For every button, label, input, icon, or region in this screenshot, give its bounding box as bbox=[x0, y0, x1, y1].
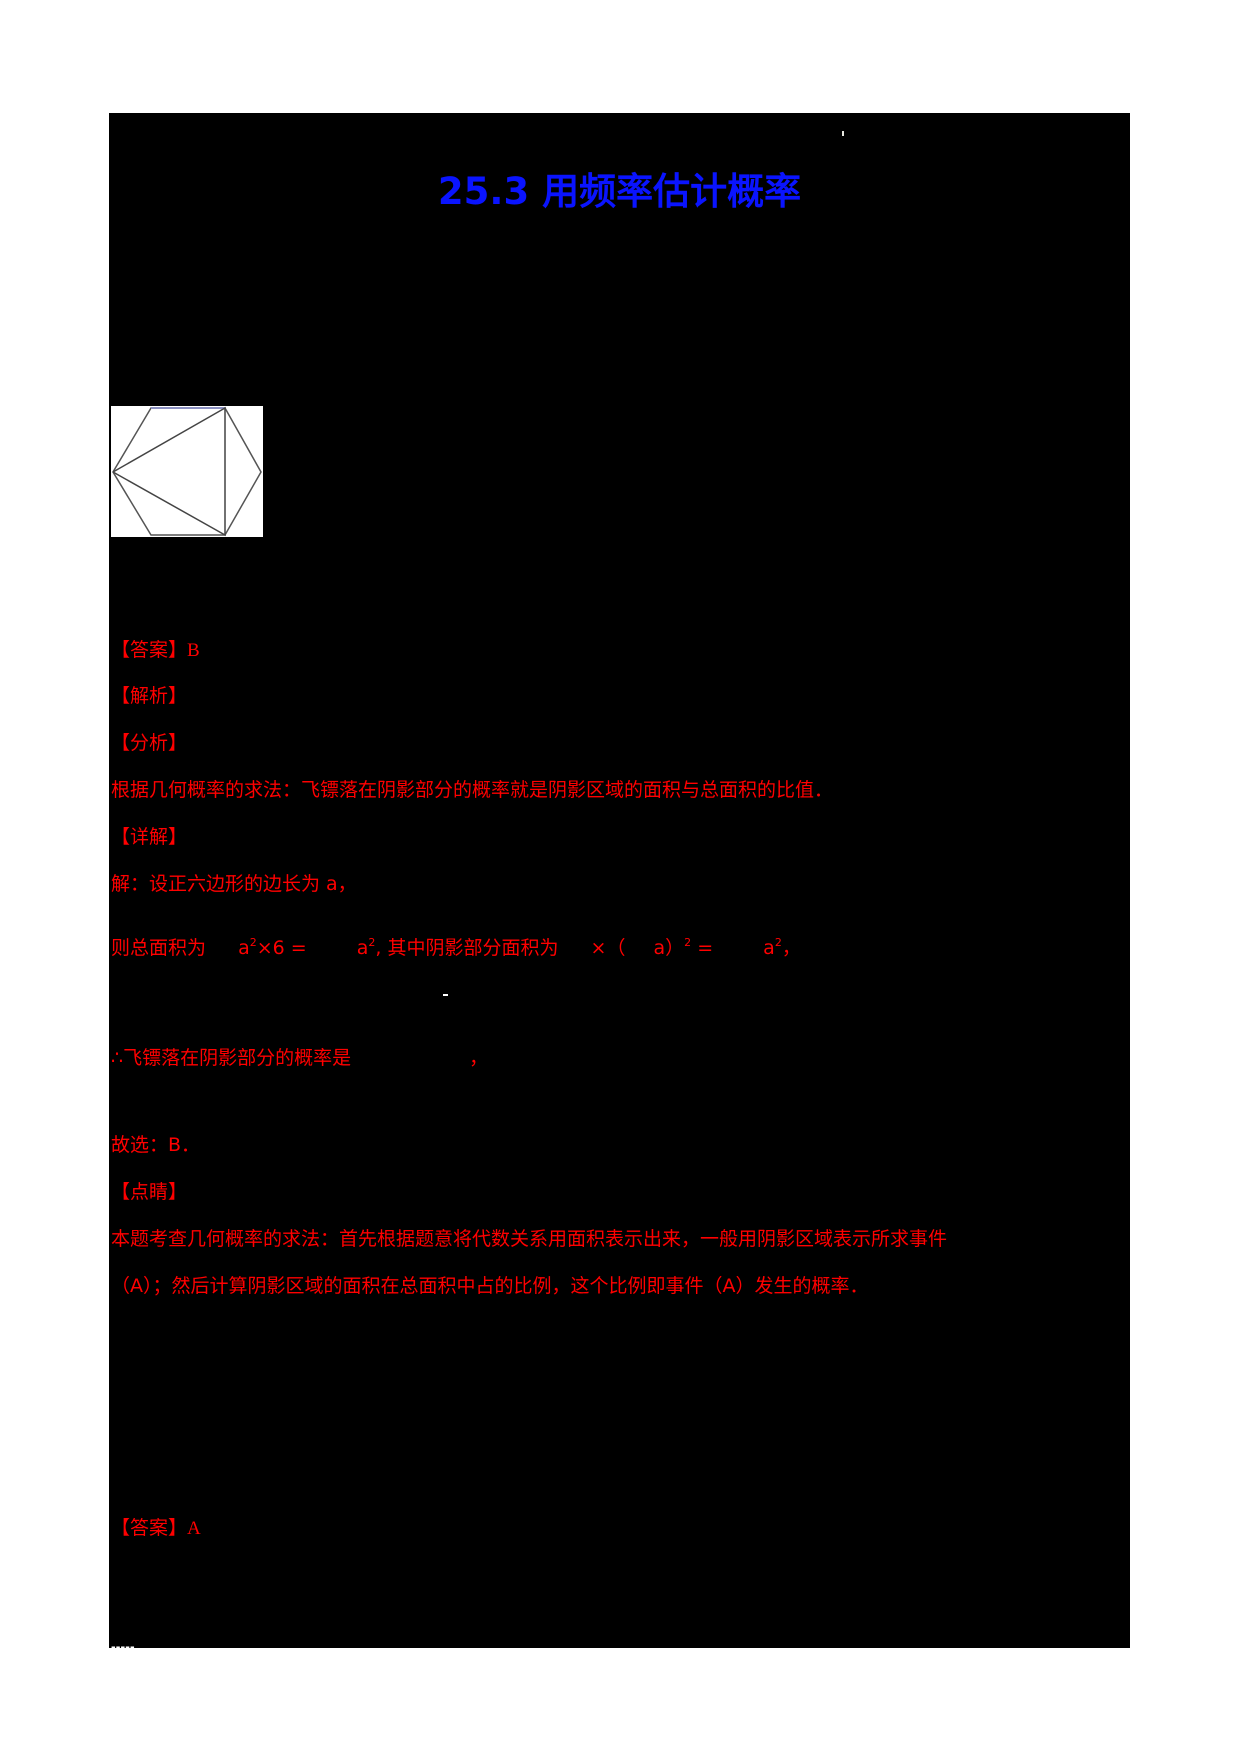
answer-line-1: 【答案】B bbox=[111, 635, 200, 662]
detail-line-1: 解：设正六边形的边长为 a， bbox=[111, 873, 357, 895]
choose-line: 故选：B． bbox=[111, 1134, 201, 1156]
stray-mark bbox=[842, 131, 844, 136]
text-segment: 则总面积为 bbox=[111, 937, 207, 959]
answer-label: 【答案】 bbox=[111, 639, 188, 661]
fenxi-text: 根据几何概率的求法：飞镖落在阴影部分的概率就是阴影区域的面积与总面积的比值． bbox=[111, 779, 834, 801]
dianjing-line-1: 本题考查几何概率的求法：首先根据题意将代数关系用面积表示出来，一般用阴影区域表示… bbox=[111, 1228, 948, 1250]
hexagon-diagram-icon bbox=[112, 406, 262, 537]
detail-line-2: 则总面积为 a2×6 = a2, 其中阴影部分面积为 ×（ a）2 = a2， bbox=[111, 933, 801, 960]
document-page: 25.3 用频率估计概率 【答案】B 【解析】 【分析】 根据几何概率的求法：飞… bbox=[109, 113, 1130, 1652]
footer-mark: ▪▪▪▪▪ bbox=[111, 1644, 135, 1652]
dianjing-label: 【点睛】 bbox=[111, 1181, 188, 1203]
text-segment: a） bbox=[653, 937, 685, 959]
text-segment: a bbox=[356, 937, 369, 959]
hexagon-figure bbox=[111, 406, 263, 537]
conclusion-line: ∴飞镖落在阴影部分的概率是 ， bbox=[111, 1043, 488, 1070]
text-segment: a bbox=[238, 937, 250, 959]
text-segment: a bbox=[763, 937, 775, 959]
conclusion-text: ∴飞镖落在阴影部分的概率是 bbox=[111, 1047, 352, 1069]
detail-label: 【详解】 bbox=[111, 826, 188, 848]
analysis-label: 【解析】 bbox=[111, 685, 188, 707]
answer-line-2: 【答案】A bbox=[111, 1513, 201, 1540]
text-segment: ×6 = bbox=[256, 937, 307, 959]
fraction-bar-mark bbox=[443, 994, 448, 996]
answer-value: B bbox=[187, 640, 200, 661]
superscript: 2 bbox=[368, 936, 376, 949]
page-title: 25.3 用频率估计概率 bbox=[437, 170, 802, 213]
text-segment: ， bbox=[781, 937, 801, 959]
fenxi-label: 【分析】 bbox=[111, 732, 188, 754]
text-segment: , 其中阴影部分面积为 bbox=[375, 937, 559, 959]
text-segment: = bbox=[691, 937, 714, 959]
superscript: 2 bbox=[684, 936, 692, 949]
superscript: 2 bbox=[774, 936, 782, 949]
dianjing-line-2: （A）；然后计算阴影区域的面积在总面积中占的比例，这个比例即事件（A）发生的概率… bbox=[111, 1275, 869, 1297]
conclusion-comma: ， bbox=[469, 1047, 489, 1069]
answer-label-2: 【答案】 bbox=[111, 1517, 188, 1539]
answer-value-2: A bbox=[187, 1518, 201, 1539]
text-segment: ×（ bbox=[590, 937, 626, 959]
superscript: 2 bbox=[249, 936, 257, 949]
